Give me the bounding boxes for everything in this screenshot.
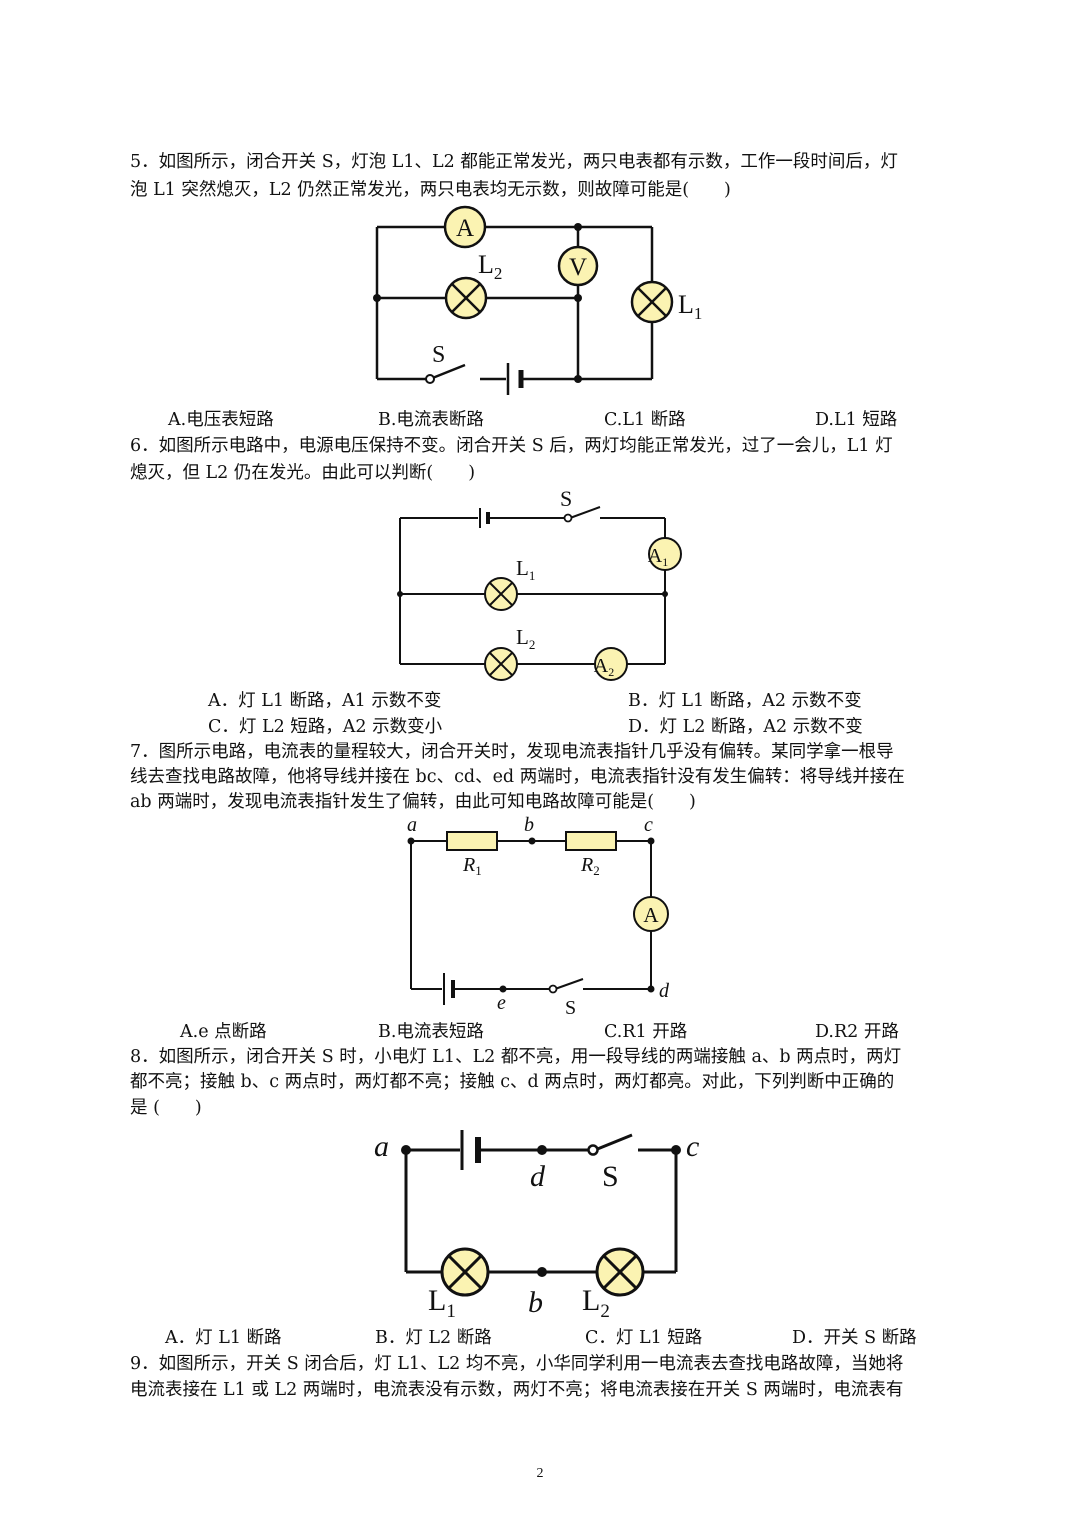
q5-text-line2: 泡 L1 突然熄灭，L2 仍然正常发光，两只电表均无示数，则故障可能是( )	[130, 180, 731, 200]
q5-lamp2-label: L2	[478, 250, 502, 283]
q5-circuit-diagram: A V L2 L1 S	[373, 205, 702, 395]
q7-option-b[interactable]: B.电流表短路	[378, 1022, 484, 1042]
q7-circuit-diagram: A a b c d e R1 R2 S	[407, 814, 670, 1019]
q6-option-c[interactable]: C．灯 L2 短路，A2 示数变小	[208, 717, 443, 737]
q5-voltmeter-label: V	[569, 254, 587, 281]
q8-option-c[interactable]: C．灯 L1 短路	[585, 1328, 703, 1348]
q7-node-a: a	[407, 814, 417, 836]
q8-node-d: d	[530, 1160, 546, 1193]
q7-node-d: d	[659, 980, 670, 1002]
q7-text-line2: 线去查找电路故障，他将导线并接在 bc、cd、ed 两端时，电流表指针没有发生偏…	[130, 767, 905, 787]
q8-node-c: c	[686, 1130, 699, 1163]
q7-node-b: b	[524, 814, 534, 836]
q7-option-a[interactable]: A.e 点断路	[180, 1022, 267, 1042]
q9-text-line1: 9．如图所示，开关 S 闭合后，灯 L1、L2 均不亮，小华同学利用一电流表去查…	[130, 1354, 904, 1374]
q6-a2-label: A2	[594, 655, 614, 679]
q6-option-a[interactable]: A．灯 L1 断路，A1 示数不变	[208, 691, 442, 711]
q8-lamp2-label: L2	[582, 1284, 610, 1322]
q7-option-d[interactable]: D.R2 开路	[815, 1022, 899, 1042]
q8-node-b: b	[528, 1286, 543, 1319]
q6-lamp1-label: L1	[516, 556, 535, 583]
page-number: 2	[536, 1466, 544, 1481]
q8-lamp1-label: L1	[428, 1284, 456, 1322]
q7-r1-label: R1	[462, 854, 482, 878]
q8-option-b[interactable]: B．灯 L2 断路	[375, 1328, 492, 1348]
q8-text-line3: 是 ( )	[130, 1098, 202, 1118]
q7-node-e: e	[497, 992, 506, 1014]
q6-text-line1: 6．如图所示电路中，电源电压保持不变。闭合开关 S 后，两灯均能正常发光，过了一…	[130, 436, 893, 456]
q6-circuit-diagram: S A1 L1 L2 A2	[397, 486, 682, 681]
q6-switch-label: S	[560, 486, 572, 511]
q8-option-d[interactable]: D．开关 S 断路	[792, 1328, 917, 1348]
q5-option-c[interactable]: C.L1 断路	[604, 410, 686, 430]
q8-text-line2: 都不亮；接触 b、c 两点时，两灯都不亮；接触 c、d 两点时，两灯都亮。对此，…	[130, 1072, 895, 1092]
q6-lamp2-label: L2	[516, 625, 535, 652]
q5-ammeter-label: A	[456, 215, 474, 242]
q5-lamp1-label: L1	[678, 290, 702, 323]
q8-text-line1: 8．如图所示，闭合开关 S 时，小电灯 L1、L2 都不亮，用一段导线的两端接触…	[130, 1047, 902, 1067]
q6-text-line2: 熄灭，但 L2 仍在发光。由此可以判断( )	[130, 463, 476, 483]
q6-a1-label: A1	[648, 545, 668, 569]
q5-text-line1: 5．如图所示，闭合开关 S，灯泡 L1、L2 都能正常发光，两只电表都有示数，工…	[130, 152, 898, 172]
q5-option-b[interactable]: B.电流表断路	[378, 410, 484, 430]
q7-r2-label: R2	[580, 854, 600, 878]
q7-option-c[interactable]: C.R1 开路	[604, 1022, 688, 1042]
q9-text-line2: 电流表接在 L1 或 L2 两端时，电流表没有示数，两灯不亮；将电流表接在开关 …	[130, 1380, 904, 1400]
q7-text-line1: 7．图所示电路，电流表的量程较大，闭合开关时，发现电流表指针几乎没有偏转。某同学…	[130, 742, 894, 762]
q6-option-b[interactable]: B．灯 L1 断路，A2 示数不变	[628, 691, 862, 711]
q7-switch-label: S	[565, 997, 576, 1019]
q7-ammeter-label: A	[643, 903, 659, 927]
q8-switch-label: S	[602, 1160, 619, 1193]
q7-text-line3: ab 两端时，发现电流表指针发生了偏转，由此可知电路故障可能是( )	[130, 792, 696, 812]
q7-node-c: c	[644, 814, 653, 836]
q8-node-a: a	[374, 1130, 389, 1163]
q5-switch-label: S	[432, 342, 445, 368]
q6-option-d[interactable]: D．灯 L2 断路，A2 示数不变	[628, 717, 863, 737]
q5-option-a[interactable]: A.电压表短路	[168, 410, 274, 430]
q5-option-d[interactable]: D.L1 短路	[815, 410, 898, 430]
q8-option-a[interactable]: A．灯 L1 断路	[165, 1328, 282, 1348]
q8-circuit-diagram: a c d S b L1 L2	[374, 1130, 699, 1322]
